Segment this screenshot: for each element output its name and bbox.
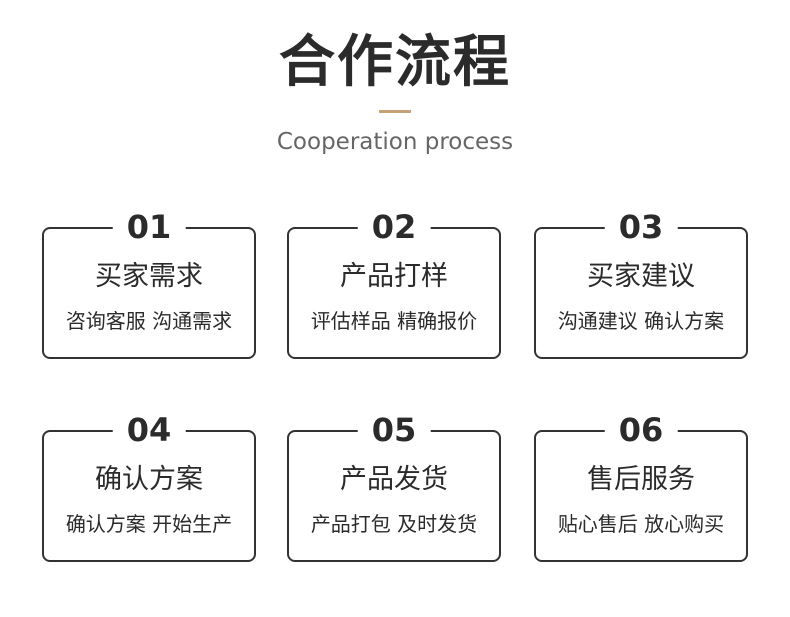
step-number: 05 [357, 406, 431, 454]
step-card-05: 05 产品发货 产品打包 及时发货 [287, 406, 501, 562]
step-number: 03 [604, 203, 678, 251]
step-number: 04 [112, 406, 186, 454]
step-number: 01 [112, 203, 186, 251]
step-description: 咨询客服 沟通需求 [65, 309, 233, 333]
page-title: 合作流程 [279, 30, 511, 95]
step-title: 产品打样 [340, 261, 448, 292]
title-accent-divider [379, 110, 411, 113]
page-subtitle: Cooperation process [276, 129, 514, 155]
step-number: 06 [604, 406, 678, 454]
step-card-06: 06 售后服务 贴心售后 放心购买 [534, 406, 748, 562]
step-card-02: 02 产品打样 评估样品 精确报价 [287, 203, 501, 359]
step-description: 贴心售后 放心购买 [557, 512, 725, 536]
step-title: 确认方案 [95, 464, 203, 495]
step-card-01: 01 买家需求 咨询客服 沟通需求 [42, 203, 256, 359]
step-description: 沟通建议 确认方案 [557, 309, 725, 333]
step-card-04: 04 确认方案 确认方案 开始生产 [42, 406, 256, 562]
step-title: 买家需求 [95, 261, 203, 292]
step-card-03: 03 买家建议 沟通建议 确认方案 [534, 203, 748, 359]
step-title: 售后服务 [587, 464, 695, 495]
step-description: 确认方案 开始生产 [65, 512, 233, 536]
step-title: 买家建议 [587, 261, 695, 292]
step-description: 产品打包 及时发货 [310, 512, 478, 536]
step-description: 评估样品 精确报价 [310, 309, 478, 333]
step-number: 02 [357, 203, 431, 251]
step-title: 产品发货 [340, 464, 448, 495]
